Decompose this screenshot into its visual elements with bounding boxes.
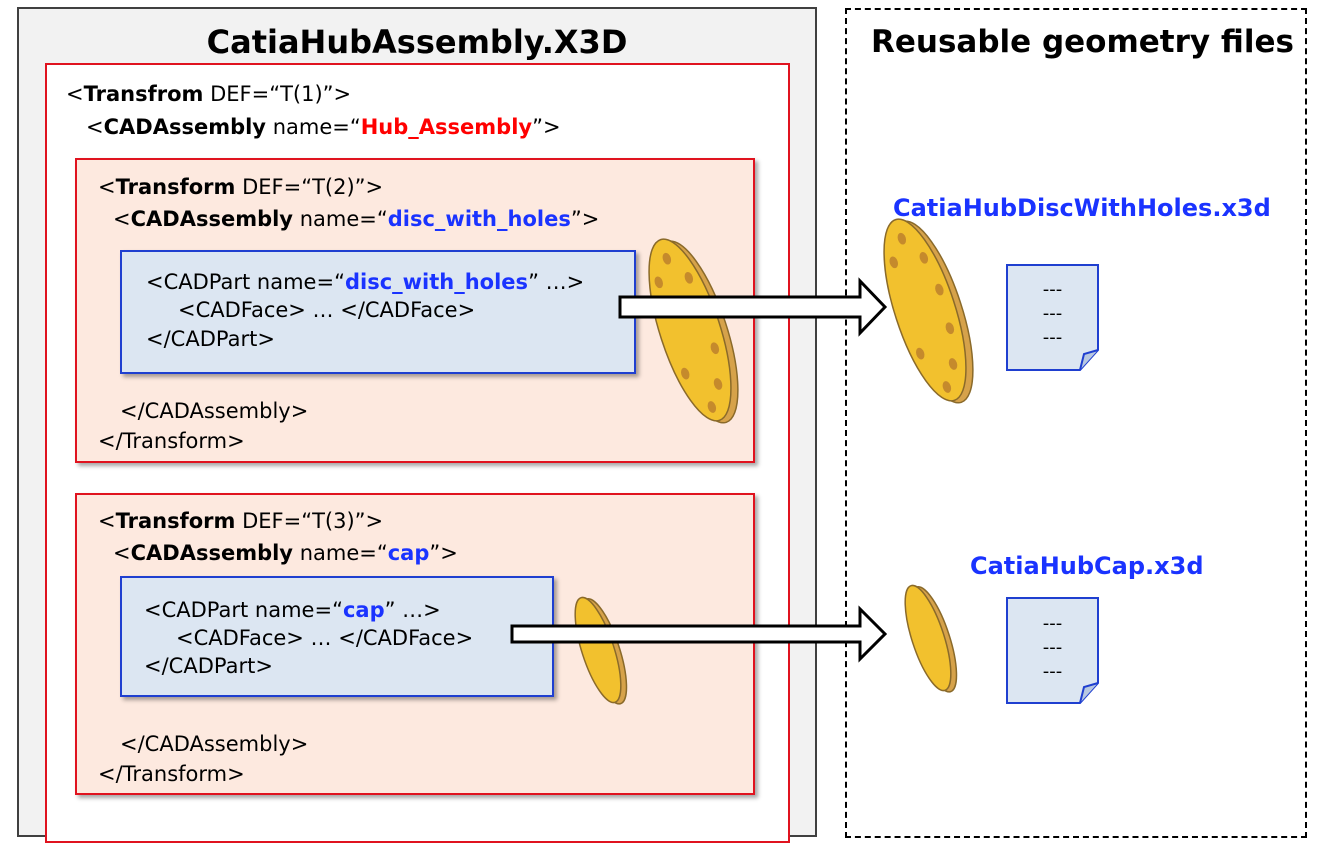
cap-disc-icon bbox=[574, 596, 628, 705]
outer-transform-line: <Transfrom DEF=“T(1)”> bbox=[66, 82, 352, 106]
doc-line: --- bbox=[1042, 637, 1063, 658]
doc-line: --- bbox=[1042, 303, 1063, 324]
assembly-1-line: <CADAssembly name=“disc_with_holes”> bbox=[113, 207, 600, 231]
cadface-1-line: <CADFace> … </CADFace> bbox=[178, 298, 476, 322]
transform-1-close: </Transform> bbox=[98, 429, 245, 453]
assembly-2-close: </CADAssembly> bbox=[120, 732, 309, 756]
cadpart-2-line: <CADPart name=“cap” …> bbox=[144, 598, 441, 622]
arrow-1 bbox=[618, 277, 888, 337]
transform-1-line: <Transform DEF=“T(2)”> bbox=[98, 175, 384, 199]
x3d-file-title: CatiaHubAssembly.X3D bbox=[206, 23, 628, 61]
cadpart-box-2 bbox=[120, 576, 554, 697]
disc-with-holes-icon bbox=[883, 218, 974, 404]
assembly-2-line: <CADAssembly name=“cap”> bbox=[113, 541, 458, 565]
doc-line: --- bbox=[1042, 327, 1063, 348]
cadpart-box-1 bbox=[120, 250, 636, 374]
file-name-cap: CatiaHubCap.x3d bbox=[970, 552, 1204, 580]
cadpart-1-line: <CADPart name=“disc_with_holes” …> bbox=[146, 270, 585, 294]
arrow-2 bbox=[510, 605, 888, 663]
doc-line: --- bbox=[1042, 613, 1063, 634]
cadpart-1-close: </CADPart> bbox=[146, 327, 275, 351]
disc-with-holes-icon bbox=[648, 238, 739, 424]
doc-line: --- bbox=[1042, 279, 1063, 300]
file-name-disc: CatiaHubDiscWithHoles.x3d bbox=[893, 194, 1271, 222]
document-1-lines: --- --- --- bbox=[1007, 278, 1098, 350]
outer-assembly-line: <CADAssembly name=“Hub_Assembly”> bbox=[86, 115, 561, 139]
cadface-2-line: <CADFace> … </CADFace> bbox=[176, 626, 474, 650]
transform-2-line: <Transform DEF=“T(3)”> bbox=[98, 509, 384, 533]
diagram-graphics bbox=[510, 218, 1099, 705]
document-2-lines: --- --- --- bbox=[1007, 612, 1098, 684]
cadpart-2-close: </CADPart> bbox=[144, 654, 273, 678]
reusable-files-title: Reusable geometry files bbox=[871, 24, 1294, 60]
document-icon bbox=[1006, 597, 1099, 704]
document-icon bbox=[1006, 264, 1099, 371]
doc-line: --- bbox=[1042, 661, 1063, 682]
transform-2-close: </Transform> bbox=[98, 762, 245, 786]
assembly-1-close: </CADAssembly> bbox=[120, 399, 309, 423]
cap-disc-icon bbox=[904, 584, 958, 693]
